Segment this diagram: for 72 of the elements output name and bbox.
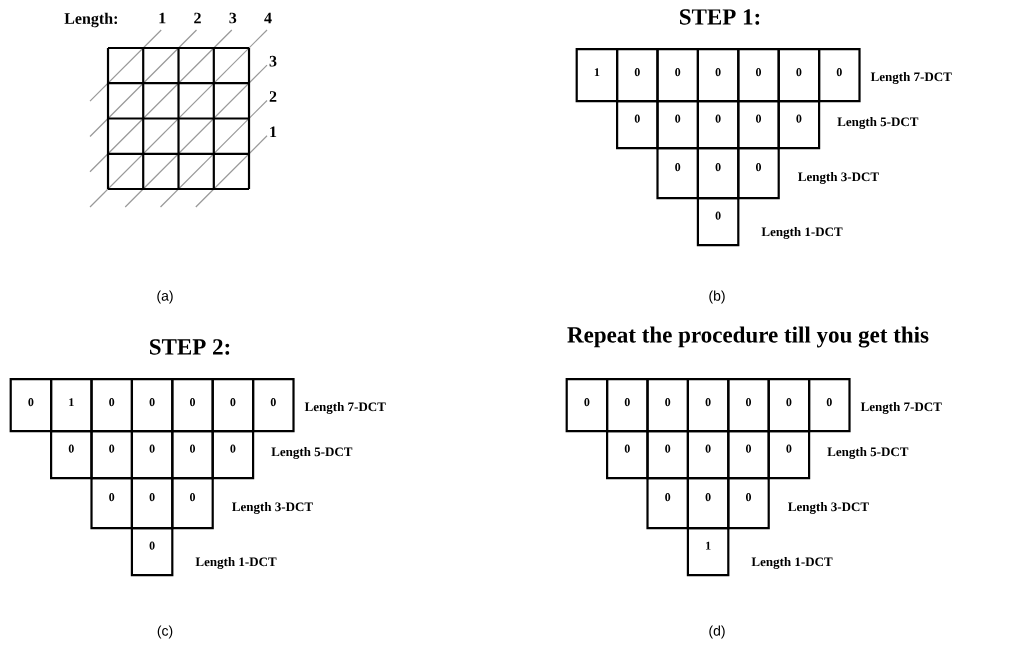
length-number: 1: [159, 12, 166, 24]
number-cell: 0: [565, 378, 609, 433]
number-cell: 0: [777, 100, 821, 150]
length-number: 3: [229, 12, 237, 24]
number-cell: 0: [130, 477, 174, 530]
number-cell: 0: [696, 100, 740, 150]
row-label: Length 3-DCT: [232, 502, 313, 514]
number-cell: 0: [130, 527, 174, 577]
length-number: 1: [270, 126, 277, 138]
number-cell: 0: [737, 48, 780, 103]
number-cell: 0: [171, 430, 214, 480]
panel-caption: (b): [709, 290, 725, 304]
row-label: Length 5-DCT: [827, 447, 909, 459]
number-cell: 0: [656, 100, 699, 150]
number-cell: 0: [211, 430, 255, 480]
panel-caption: (a): [157, 290, 173, 304]
number-cell: 0: [686, 477, 730, 530]
panel-title: Repeat the procedure till you get this: [567, 326, 929, 348]
number-cell: 0: [646, 378, 689, 433]
number-cell: 0: [130, 430, 174, 480]
number-cell: 0: [727, 477, 770, 530]
number-cell: 0: [171, 477, 214, 530]
number-cell: 0: [171, 378, 214, 433]
number-cell: 0: [686, 430, 730, 480]
row-label: Length 1-DCT: [195, 557, 277, 569]
number-cell: 0: [606, 430, 649, 480]
number-cell: 0: [646, 477, 689, 530]
length-number: 2: [194, 12, 201, 24]
number-cell: 0: [211, 378, 255, 433]
row-label: Length 5-DCT: [271, 447, 353, 459]
row-label: Length 1-DCT: [751, 557, 833, 569]
number-cell: 0: [696, 147, 740, 200]
number-cell: 0: [90, 477, 133, 530]
row-label: Length 3-DCT: [798, 172, 879, 184]
number-cell: 0: [616, 48, 659, 103]
row-label: Length 5-DCT: [837, 117, 919, 129]
number-cell: 0: [130, 378, 174, 433]
number-cell: 0: [686, 378, 730, 433]
axis-label: Length:: [64, 12, 117, 28]
number-cell: 0: [767, 430, 811, 480]
panel-title: STEP 1:: [680, 9, 760, 25]
number-cell: 0: [90, 430, 133, 480]
panel-title: STEP 2:: [150, 339, 230, 355]
number-cell: 0: [808, 378, 851, 433]
number-cell: 0: [727, 378, 770, 433]
number-cell: 0: [616, 100, 659, 150]
number-cell: 0: [737, 100, 780, 150]
number-cell: 0: [818, 48, 861, 103]
number-cell: 0: [50, 430, 93, 480]
number-cell: 0: [606, 378, 649, 433]
number-cell: 0: [737, 147, 780, 200]
number-cell: 0: [90, 378, 133, 433]
panel-caption: (d): [709, 625, 725, 639]
number-cell: 0: [9, 378, 53, 433]
length-number: 4: [264, 12, 272, 24]
length-number: 3: [269, 55, 277, 67]
number-cell: 0: [252, 378, 295, 433]
number-cell: 1: [50, 378, 93, 433]
row-label: Length 1-DCT: [761, 227, 843, 239]
number-cell: 1: [575, 48, 619, 103]
number-cell: 0: [696, 197, 740, 247]
number-cell: 0: [696, 48, 740, 103]
panel-caption: (c): [157, 625, 173, 639]
number-cell: 0: [656, 48, 699, 103]
row-label: Length 3-DCT: [788, 502, 869, 514]
length-number: 2: [269, 91, 277, 102]
number-cell: 0: [777, 48, 821, 103]
number-cell: 0: [646, 430, 689, 480]
number-cell: 0: [656, 147, 699, 200]
number-cell: 0: [767, 378, 811, 433]
number-cell: 0: [727, 430, 770, 480]
number-cell: 1: [686, 527, 730, 577]
